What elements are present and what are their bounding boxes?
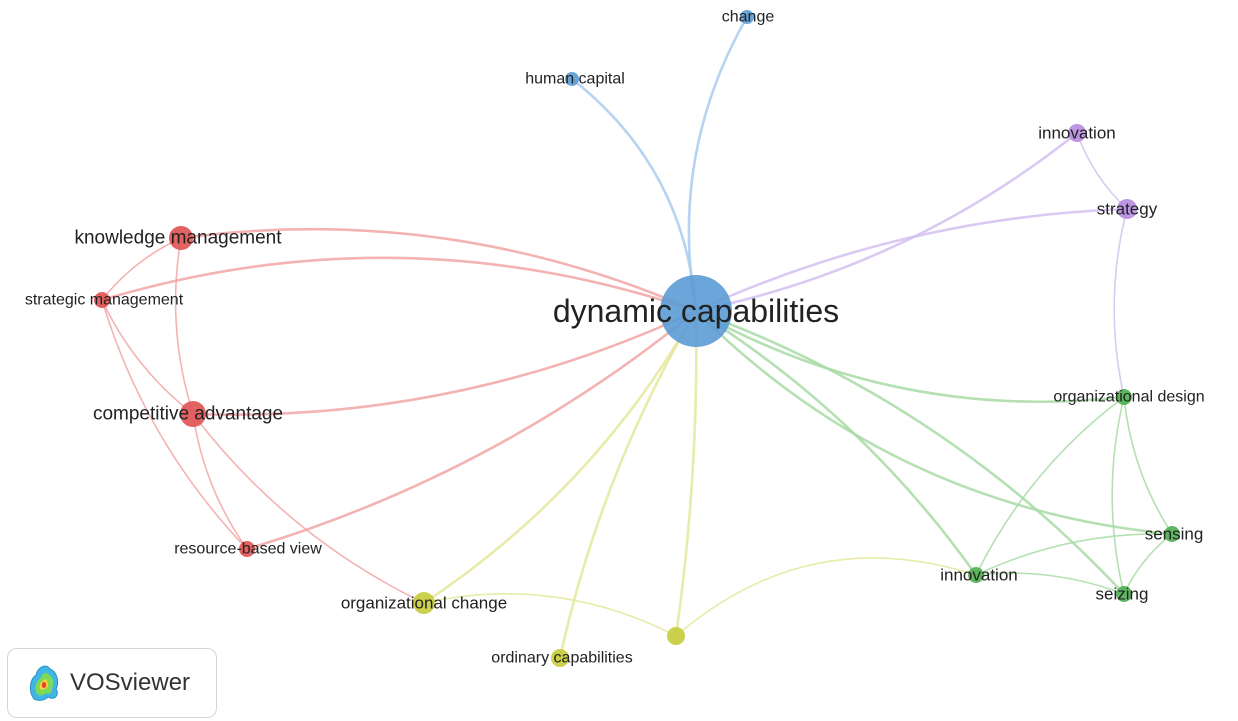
node-label-human-capital[interactable]: human capital [525, 71, 625, 88]
node-label-sensing[interactable]: sensing [1145, 525, 1204, 544]
node-label-resource-based-view[interactable]: resource-based view [174, 541, 322, 558]
link-organizational-change-yellow-unlabeled [423, 593, 677, 637]
link-seizing-innovation-green [975, 572, 1125, 595]
link-organizational-design-seizing [1111, 396, 1125, 595]
link-dynamic-capabilities-competitive-advantage [191, 309, 698, 416]
node-ordinary-capabilities[interactable] [551, 649, 569, 667]
link-innovation-purple-strategy [1076, 132, 1128, 210]
node-label-strategic-management[interactable]: strategic management [25, 292, 184, 309]
node-strategy[interactable] [1117, 199, 1137, 219]
node-label-organizational-design[interactable]: organizational design [1053, 389, 1204, 406]
node-knowledge-management[interactable] [169, 226, 193, 250]
vosviewer-badge: VOSviewer [7, 648, 217, 718]
link-knowledge-management-competitive-advantage [174, 237, 194, 415]
node-label-strategy[interactable]: strategy [1097, 200, 1158, 219]
node-dynamic-capabilities[interactable] [660, 275, 732, 347]
node-organizational-change[interactable] [413, 592, 435, 614]
link-organizational-design-sensing [1123, 396, 1173, 535]
link-dynamic-capabilities-strategic-management [100, 256, 698, 313]
node-sensing[interactable] [1164, 526, 1180, 542]
nodes-layer [94, 10, 1180, 667]
node-label-knowledge-management[interactable]: knowledge management [74, 228, 282, 249]
link-dynamic-capabilities-organizational-change [422, 309, 698, 605]
node-seizing[interactable] [1116, 586, 1132, 602]
link-competitive-advantage-resource-based-view [192, 413, 248, 550]
link-strategy-organizational-design [1113, 208, 1128, 398]
link-strategic-management-competitive-advantage [101, 299, 194, 415]
node-organizational-design[interactable] [1116, 389, 1132, 405]
node-label-innovation-green[interactable]: innovation [940, 566, 1018, 585]
vosviewer-badge-label: VOSviewer [70, 669, 191, 696]
labels-layer: dynamic capabilities change human capital i… [25, 9, 1205, 667]
links-layer [100, 15, 1174, 660]
link-dynamic-capabilities-change [687, 15, 749, 313]
link-competitive-advantage-organizational-change [192, 413, 425, 604]
vosviewer-logo-icon [26, 661, 62, 706]
node-change[interactable] [740, 10, 754, 24]
node-innovation-green[interactable] [968, 567, 984, 583]
link-dynamic-capabilities-resource-based-view [245, 309, 698, 551]
link-dynamic-capabilities-strategy [694, 207, 1129, 313]
node-yellow-unlabeled[interactable] [667, 627, 685, 645]
link-yellow-unlabeled-innovation-green [675, 557, 977, 637]
link-organizational-design-innovation-green [975, 396, 1125, 576]
link-strategic-management-resource-based-view [101, 299, 248, 550]
link-dynamic-capabilities-innovation-purple [694, 131, 1079, 313]
node-label-innovation-purple[interactable]: innovation [1038, 124, 1116, 143]
node-label-change[interactable]: change [722, 9, 775, 26]
link-sensing-innovation-green [975, 533, 1173, 576]
link-dynamic-capabilities-knowledge-management [179, 227, 698, 313]
node-resource-based-view[interactable] [239, 541, 255, 557]
link-dynamic-capabilities-ordinary-capabilities [558, 309, 698, 660]
node-innovation-purple[interactable] [1068, 124, 1086, 142]
node-label-competitive-advantage[interactable]: competitive advantage [93, 404, 283, 425]
node-label-seizing[interactable]: seizing [1096, 585, 1149, 604]
node-competitive-advantage[interactable] [180, 401, 206, 427]
link-dynamic-capabilities-organizational-design [694, 309, 1126, 404]
node-strategic-management[interactable] [94, 292, 110, 308]
link-dynamic-capabilities-innovation-green [694, 309, 978, 577]
node-label-organizational-change[interactable]: organizational change [341, 594, 507, 613]
link-dynamic-capabilities-yellow-unlabeled [674, 309, 698, 638]
node-label-dynamic-capabilities[interactable]: dynamic capabilities [553, 293, 839, 329]
link-dynamic-capabilities-human-capital [570, 77, 698, 313]
node-human-capital[interactable] [565, 72, 579, 86]
node-label-ordinary-capabilities[interactable]: ordinary capabilities [491, 650, 632, 667]
link-dynamic-capabilities-sensing [694, 309, 1174, 536]
